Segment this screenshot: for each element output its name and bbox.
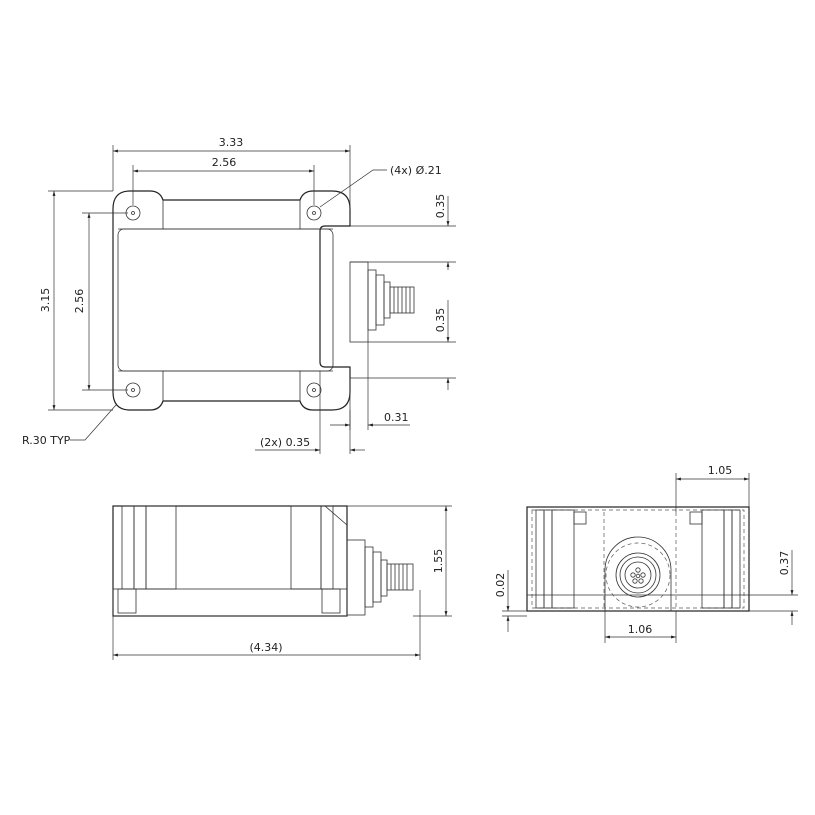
radius-callout: R.30 TYP [22,434,71,447]
dim-connector-depth: 0.31 [384,411,409,424]
dim-flange-overhang: (2x) 0.35 [260,436,310,449]
dim-connector-width: 1.06 [628,623,653,636]
mounting-hole [125,205,141,221]
connector-face [604,536,672,611]
dim-overall-height: 3.15 [39,288,52,313]
dim-overall-length: (4.34) [249,641,282,654]
end-view: 1.05 0.37 0.02 1.06 [494,464,798,643]
mounting-hole [306,205,322,221]
dim-overall-width: 3.33 [219,136,244,149]
side-view: 1.55 (4.34) [112,505,452,660]
dim-base-gap: 0.02 [494,573,507,598]
mounting-hole [306,382,322,398]
mounting-hole [125,382,141,398]
dim-hole-spacing-x: 2.56 [212,156,237,169]
top-view: 3.33 2.56 (4x) Ø.21 0.35 0.35 3.15 2.56 [22,136,456,454]
dim-top-offset: 1.05 [708,464,733,477]
dim-side-height: 1.55 [432,549,445,574]
hole-callout: (4x) Ø.21 [390,164,442,177]
dim-connector-height: 0.37 [778,551,791,576]
connector-top [367,269,415,331]
dim-hole-spacing-y: 2.56 [73,289,86,314]
dim-flange-thickness: 0.35 [434,194,447,219]
connector-side [346,539,414,616]
dim-connector-offset: 0.35 [434,308,447,333]
